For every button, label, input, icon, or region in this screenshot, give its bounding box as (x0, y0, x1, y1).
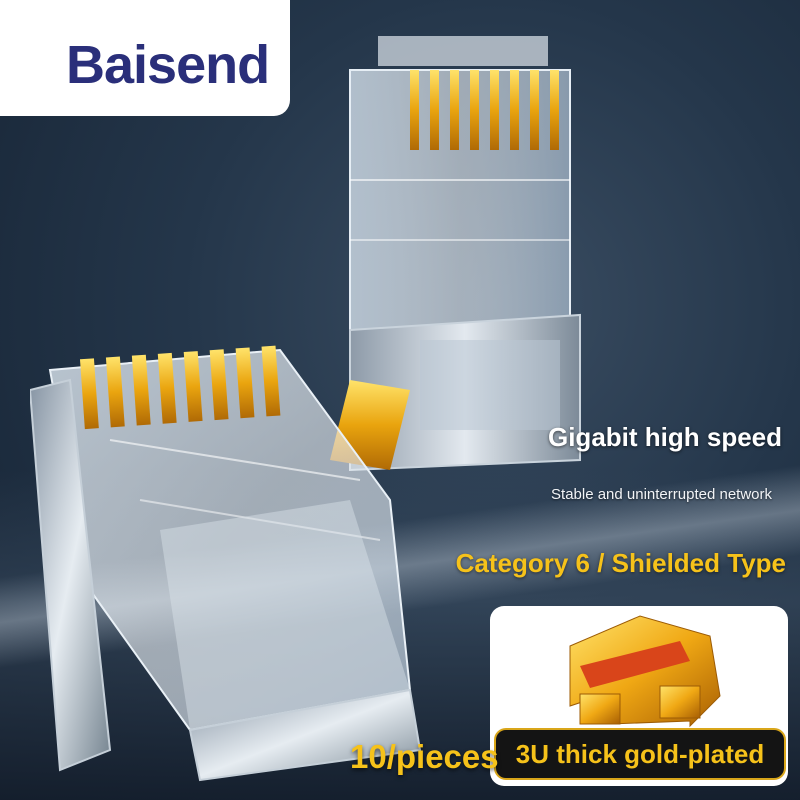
gold-plated-label: 3U thick gold-plated (515, 738, 765, 769)
speed-title: Gigabit high speed (547, 422, 782, 452)
gold-contact-pin-icon (569, 615, 721, 728)
rj45-connector-icon (330, 36, 581, 472)
gold-plated-badge: 3U thick gold-plated (494, 728, 786, 780)
speed-subtitle: Stable and uninterrupted network (551, 486, 772, 503)
brand-logo-box: Baisend (0, 0, 290, 116)
brand-logo: Baisend (66, 35, 270, 95)
category-label: Category 6 / Shielded Type (455, 548, 786, 578)
quantity-label: 10/pieces (350, 738, 499, 775)
rj45-connector-front-icon (30, 345, 422, 782)
